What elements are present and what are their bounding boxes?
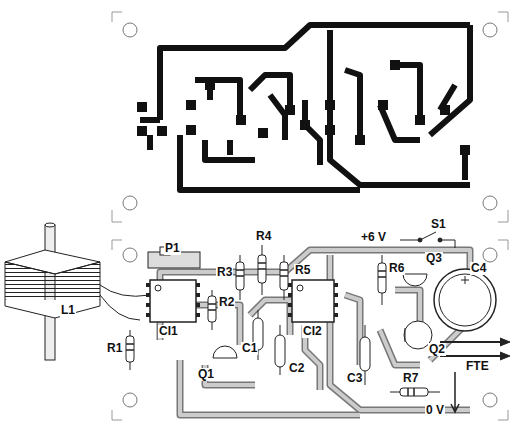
- part-label: R4: [255, 230, 272, 243]
- part-label: C2: [288, 362, 305, 375]
- part-label: 0 V: [425, 404, 445, 417]
- part-label: CI2: [302, 325, 323, 338]
- part-label: R3: [216, 266, 233, 279]
- component-side-board: [112, 240, 508, 420]
- part-label: CI1: [158, 325, 179, 338]
- part-label: +6 V: [360, 231, 387, 244]
- part-label: Q2: [428, 343, 446, 356]
- copper-side-board: [112, 12, 508, 222]
- part-label: C1: [241, 342, 258, 355]
- capacitor-symbol: [253, 269, 496, 385]
- resistor-symbol: [126, 245, 440, 396]
- part-label: S1: [430, 218, 447, 231]
- part-label: Q3: [425, 252, 443, 265]
- part-label: R5: [294, 264, 311, 277]
- transistor-symbol: [213, 274, 432, 358]
- part-label: R7: [402, 372, 419, 385]
- part-label: R2: [218, 296, 235, 309]
- part-label: R1: [106, 342, 123, 355]
- part-label: R6: [388, 262, 405, 275]
- part-label: Q1: [197, 368, 215, 381]
- part-label: C3: [346, 372, 363, 385]
- wiring: [400, 232, 510, 412]
- part-label: P1: [164, 242, 181, 255]
- part-label: FTE: [465, 360, 490, 373]
- part-label: L1: [60, 304, 76, 317]
- part-label: C4: [470, 262, 487, 275]
